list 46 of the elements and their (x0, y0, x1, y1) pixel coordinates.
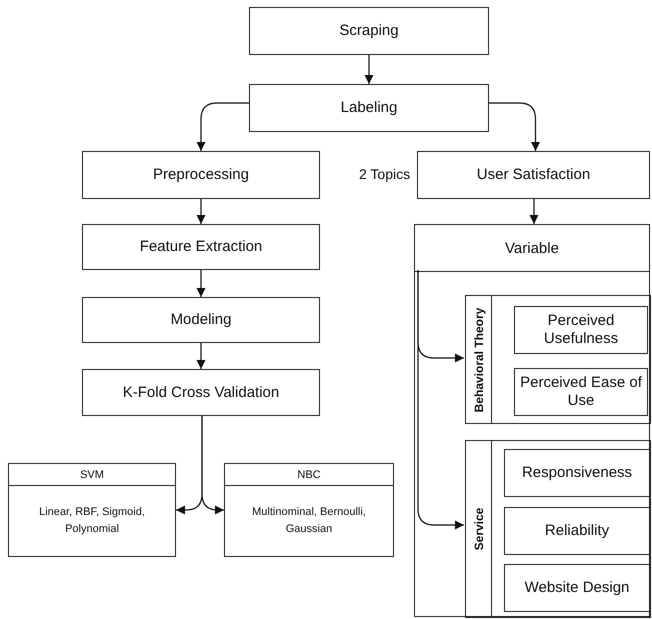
arrow (196, 343, 206, 369)
box-label: Perceived Usefulness (542, 312, 620, 348)
note-label: 2 Topics (359, 166, 410, 182)
box-label: K-Fold Cross Validation (122, 384, 280, 402)
process-box (82, 151, 320, 199)
process-box (504, 449, 650, 497)
box-label: Website Design (524, 579, 630, 597)
arrow (196, 199, 206, 224)
process-box (82, 297, 320, 343)
arrow (530, 199, 538, 224)
arrow (417, 270, 464, 530)
box-label: Perceived Ease of Use (519, 374, 643, 410)
arrow (201, 416, 224, 514)
model-card (8, 463, 176, 557)
group-title: Behavioral Theory (472, 307, 486, 412)
panel-title: Variable (415, 225, 649, 272)
process-box (249, 84, 489, 132)
box-label: Modeling (170, 311, 232, 329)
variable-panel (414, 224, 650, 617)
arrow (489, 102, 540, 151)
process-box (417, 151, 650, 199)
process-box (82, 369, 320, 416)
group-panel (465, 440, 651, 618)
box-label: User Satisfaction (476, 166, 590, 184)
card-text: Linear, RBF, Sigmoid, Polynomial (38, 505, 146, 536)
box-label: Preprocessing (153, 166, 249, 184)
arrow (364, 55, 374, 84)
process-box (514, 368, 648, 416)
box-label: Responsiveness (522, 464, 632, 482)
group-title: Service (472, 508, 486, 550)
box-label: Feature Extraction (140, 238, 262, 256)
process-box (249, 7, 489, 55)
model-card (224, 463, 394, 557)
card-text: Multinominal, Bernoulli, Gaussian (251, 505, 367, 536)
group-panel (465, 295, 651, 424)
process-box (514, 306, 648, 354)
arrow (196, 102, 249, 151)
box-label: Reliability (544, 522, 610, 540)
box-label: Scraping (339, 22, 399, 40)
process-box (82, 224, 320, 270)
card-title: SVM (9, 464, 175, 486)
process-box (504, 507, 650, 555)
process-box (504, 564, 650, 612)
card-title: NBC (225, 464, 393, 486)
arrow (196, 270, 206, 297)
box-label: Labeling (340, 99, 398, 117)
